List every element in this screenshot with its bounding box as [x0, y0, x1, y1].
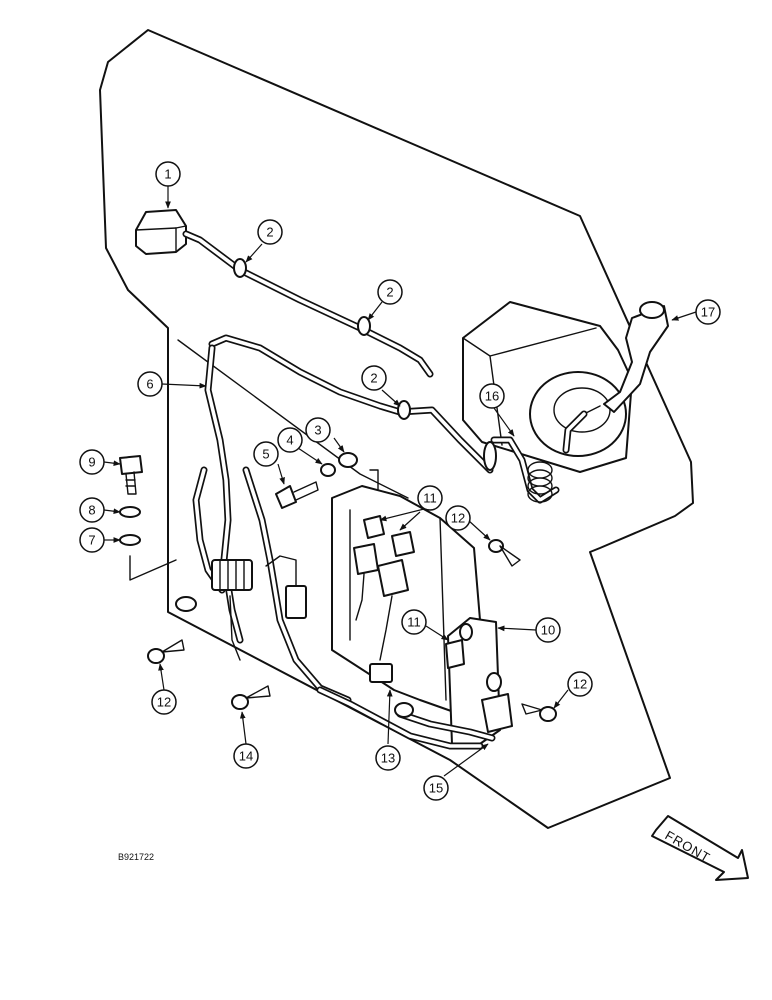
leader-lines: [103, 186, 697, 777]
svg-text:7: 7: [88, 533, 95, 548]
callout-16: 16: [479, 383, 505, 409]
washer-8: [119, 506, 141, 518]
console-panel: [99, 29, 694, 829]
washer-3: [338, 452, 358, 468]
upper-harness: [182, 230, 588, 504]
svg-text:12: 12: [157, 695, 171, 710]
callout-12-right: 12: [567, 671, 593, 697]
svg-text:4: 4: [286, 433, 293, 448]
screw-14: [231, 685, 271, 710]
callout-5: 5: [253, 441, 279, 467]
callout-13: 13: [375, 745, 401, 771]
lockwasher-7: [119, 534, 141, 546]
svg-text:14: 14: [239, 749, 253, 764]
bolt-5: [275, 481, 319, 509]
switch-box: [135, 209, 187, 255]
svg-text:12: 12: [451, 511, 465, 526]
callout-2a: 2: [257, 219, 283, 245]
svg-text:5: 5: [262, 447, 269, 462]
screw-12-right: [521, 703, 557, 722]
bolt-9: [119, 455, 143, 495]
callout-14: 14: [233, 743, 259, 769]
callout-2c: 2: [361, 365, 387, 391]
callout-11a: 11: [417, 485, 443, 511]
callout-1: 1: [155, 161, 181, 187]
svg-text:2: 2: [266, 225, 273, 240]
svg-text:15: 15: [429, 781, 443, 796]
side-bracket: [396, 617, 513, 749]
front-label: FRONT: [663, 828, 714, 866]
callout-7: 7: [79, 527, 105, 553]
callout-4: 4: [277, 427, 303, 453]
callout-15: 15: [423, 775, 449, 801]
svg-text:10: 10: [541, 623, 555, 638]
callout-3: 3: [305, 417, 331, 443]
callout-8: 8: [79, 497, 105, 523]
main-harness: [175, 344, 352, 704]
front-arrow: FRONT: [651, 815, 749, 881]
callout-11b: 11: [401, 609, 427, 635]
svg-text:16: 16: [485, 389, 499, 404]
svg-text:17: 17: [701, 305, 715, 320]
callout-6: 6: [137, 371, 163, 397]
svg-text:13: 13: [381, 751, 395, 766]
relay-bracket: [331, 485, 481, 721]
svg-text:9: 9: [88, 455, 95, 470]
svg-text:6: 6: [146, 377, 153, 392]
drawing-code: B921722: [118, 852, 154, 862]
svg-text:3: 3: [314, 423, 321, 438]
callout-9: 9: [79, 449, 105, 475]
lower-harness: [316, 663, 484, 750]
callout-10: 10: [535, 617, 561, 643]
callout-2b: 2: [377, 279, 403, 305]
svg-text:2: 2: [386, 285, 393, 300]
svg-text:11: 11: [423, 491, 437, 506]
callout-17: 17: [695, 299, 721, 325]
svg-text:12: 12: [573, 677, 587, 692]
joystick-console: [462, 301, 669, 473]
svg-text:2: 2: [370, 371, 377, 386]
hardware: [119, 452, 557, 722]
callout-12-top: 12: [445, 505, 471, 531]
svg-text:1: 1: [164, 167, 171, 182]
screw-12-top: [488, 539, 521, 567]
svg-text:11: 11: [407, 615, 421, 630]
svg-text:8: 8: [88, 503, 95, 518]
callout-12-left: 12: [151, 689, 177, 715]
screw-12-left: [147, 639, 185, 664]
nut-4: [320, 463, 336, 477]
